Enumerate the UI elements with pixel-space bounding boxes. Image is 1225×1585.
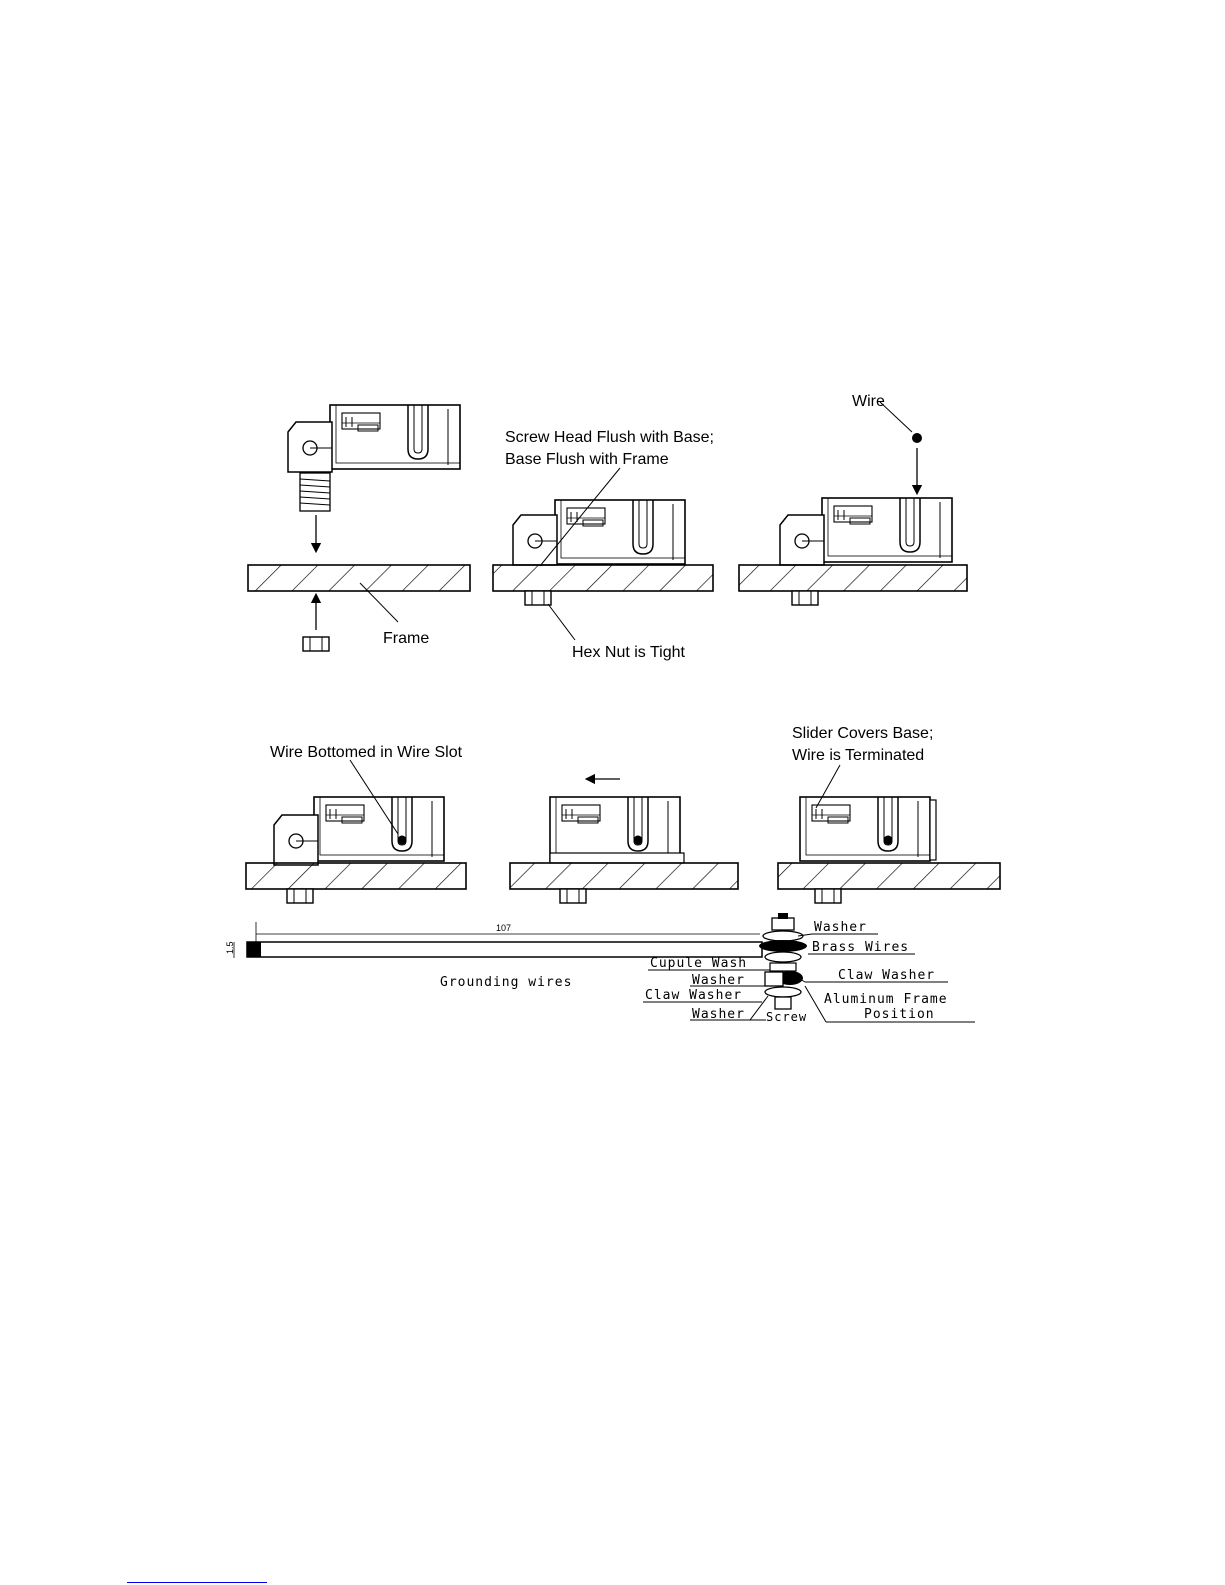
frame-label: Frame	[383, 630, 429, 647]
slider-covers-label-line1: Slider Covers Base;	[792, 725, 933, 742]
step-3-base-tab	[780, 515, 824, 565]
step-2-base-tab	[513, 515, 557, 565]
screw-head-label-line2: Base Flush with Frame	[505, 451, 669, 468]
bolt-stack-brass-wires	[759, 940, 807, 952]
footnote-separator	[127, 1582, 267, 1583]
claw-washer-left-label: Claw Washer	[645, 988, 742, 1003]
bolt-stack-washer-1	[763, 931, 803, 941]
hex-nut-label: Hex Nut is Tight	[572, 644, 685, 661]
washer-bottom-label: Washer	[692, 1007, 745, 1022]
step-3-hex-nut	[792, 591, 818, 605]
step-6-frame	[778, 863, 1000, 889]
step-2-frame	[493, 565, 713, 591]
step-1-bolt-thread	[300, 473, 330, 511]
wire-label: Wire	[852, 393, 885, 410]
grounding-wires-label: Grounding wires	[440, 975, 572, 990]
step-5-hex-nut	[560, 889, 586, 903]
step-1-base-tab	[288, 422, 332, 472]
step-5-base	[550, 853, 684, 863]
wire-leader-line	[880, 402, 912, 432]
step-6-slider-edge	[930, 800, 936, 860]
step-2-lug	[555, 500, 685, 564]
step-4-frame	[246, 863, 466, 889]
claw-washer-right-label: Claw Washer	[838, 968, 935, 983]
dimension-length-label: 107	[496, 923, 511, 933]
bolt-stack-frame-section	[770, 963, 796, 971]
step-4-hex-nut	[287, 889, 313, 903]
step-1-lug-with-bolt	[330, 405, 460, 469]
step-4-lug	[314, 797, 444, 861]
step-5-slider	[550, 797, 680, 861]
step-6-wire-in-slot	[884, 836, 893, 845]
step-4-wire-in-slot	[398, 836, 407, 845]
step-1-hex-nut	[303, 637, 329, 651]
brass-wires-label: Brass Wires	[812, 940, 909, 955]
step-3-frame	[739, 565, 967, 591]
aluminum-frame-label-line1: Aluminum Frame	[824, 992, 948, 1007]
bolt-stack-screw	[775, 997, 791, 1009]
step-6-hex-nut	[815, 889, 841, 903]
bolt-stack-washer-3	[765, 987, 801, 997]
screw-head-label-line1: Screw Head Flush with Base;	[505, 429, 714, 446]
grounding-wire-end-cap	[247, 942, 261, 957]
hex-nut-leader-line	[548, 604, 575, 640]
aluminum-frame-label-line2: Position	[864, 1007, 935, 1022]
bolt-stack-top-cap	[778, 913, 788, 919]
bolt-stack-top-nut	[772, 918, 794, 930]
step-6-slider	[800, 797, 930, 861]
grounding-wire-detail: 107 1.5 Grounding wires Washer Brass Wir…	[225, 913, 975, 1024]
step-1-frame	[248, 565, 470, 591]
wire-dot	[912, 433, 922, 443]
bolt-stack-washer-2	[765, 952, 801, 962]
step-5-frame	[510, 863, 738, 889]
step-4-base-tab	[274, 815, 318, 865]
grounding-wire-bar	[247, 942, 762, 957]
washer-top-label: Washer	[814, 920, 867, 935]
aluminum-frame-leader	[805, 986, 826, 1022]
step-3-lug	[822, 498, 952, 562]
step-2-hex-nut	[525, 591, 551, 605]
slider-covers-label-line2: Wire is Terminated	[792, 747, 924, 764]
washer-mid-label: Washer	[692, 973, 745, 988]
screw-label: Screw	[766, 1010, 807, 1024]
dimension-height-label: 1.5	[225, 941, 235, 954]
wire-bottomed-label: Wire Bottomed in Wire Slot	[270, 744, 463, 761]
step-5-wire-in-slot	[634, 836, 643, 845]
cupule-washer-label: Cupule Wash	[650, 956, 747, 971]
bolt-stack-nut	[765, 972, 783, 986]
